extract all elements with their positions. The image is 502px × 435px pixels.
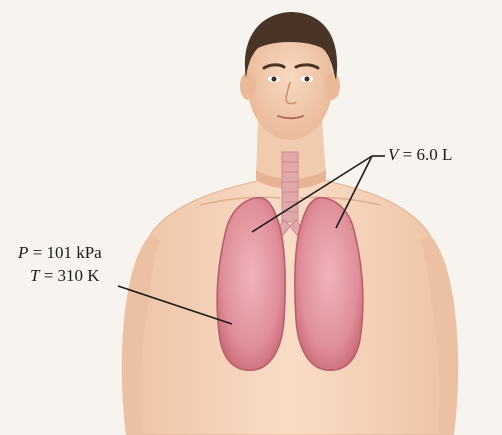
volume-value: = 6.0 L: [403, 145, 453, 164]
temperature-label: T = 310 K: [30, 266, 100, 286]
temperature-symbol: T: [30, 266, 39, 285]
left-lung: [217, 198, 285, 370]
temperature-value: = 310 K: [44, 266, 100, 285]
right-lung: [295, 198, 363, 370]
volume-symbol: V: [388, 145, 398, 164]
volume-label: V = 6.0 L: [388, 145, 452, 165]
pressure-label: P = 101 kPa: [18, 243, 102, 263]
pressure-value: = 101 kPa: [33, 243, 102, 262]
pressure-symbol: P: [18, 243, 28, 262]
